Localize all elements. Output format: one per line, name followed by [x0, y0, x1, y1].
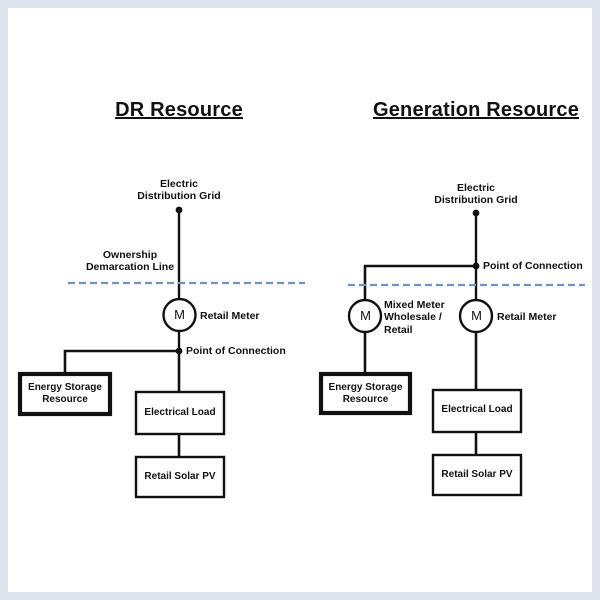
dr-resource-wiring [17, 206, 305, 499]
box-electrical-load [431, 388, 523, 434]
box-energy-storage-resource [318, 371, 413, 416]
dr-point-of-connection-label: Point of Connection [186, 345, 286, 357]
dr-retail-meter-glyph: M [174, 307, 185, 322]
poc-to-mixed-meter-branch [363, 264, 476, 300]
box-retail-solar-pv [431, 453, 523, 497]
gen-retail-meter-label: Retail Meter [497, 311, 557, 323]
dr-ownership-demarcation-label: Ownership Demarcation Line [85, 249, 175, 274]
generation-resource-wiring [318, 209, 585, 497]
box-retail-solar-pv [134, 455, 226, 499]
gen-mixed-meter-glyph: M [360, 308, 371, 323]
gen-box-label-retail-solar-pv: Retail Solar PV [441, 469, 513, 480]
box-electrical-load [134, 390, 226, 436]
gen-electric-distribution-grid-label: Electric Distribution Grid [434, 182, 518, 207]
dr-box-label-electrical-load: Electrical Load [144, 407, 216, 418]
dr-electric-distribution-grid-label: Electric Distribution Grid [137, 178, 221, 203]
gen-point-of-connection-label: Point of Connection [483, 260, 583, 272]
box-energy-storage-resource [17, 371, 113, 417]
dr-resource-title: DR Resource [115, 99, 243, 121]
dr-box-label-retail-solar-pv: Retail Solar PV [144, 471, 216, 482]
gen-retail-meter-glyph: M [471, 308, 482, 323]
gen-box-label-electrical-load: Electrical Load [441, 404, 513, 415]
dr-box-label-energy-storage-resource: Energy Storage Resource [28, 382, 102, 405]
generation-resource-title: Generation Resource [372, 99, 580, 121]
gen-box-label-energy-storage-resource: Energy Storage Resource [328, 382, 403, 405]
dr-retail-meter-label: Retail Meter [200, 310, 260, 322]
poc-to-storage-branch [63, 349, 179, 374]
gen-mixed-meter-label: Mixed Meter Wholesale / Retail [384, 299, 445, 336]
